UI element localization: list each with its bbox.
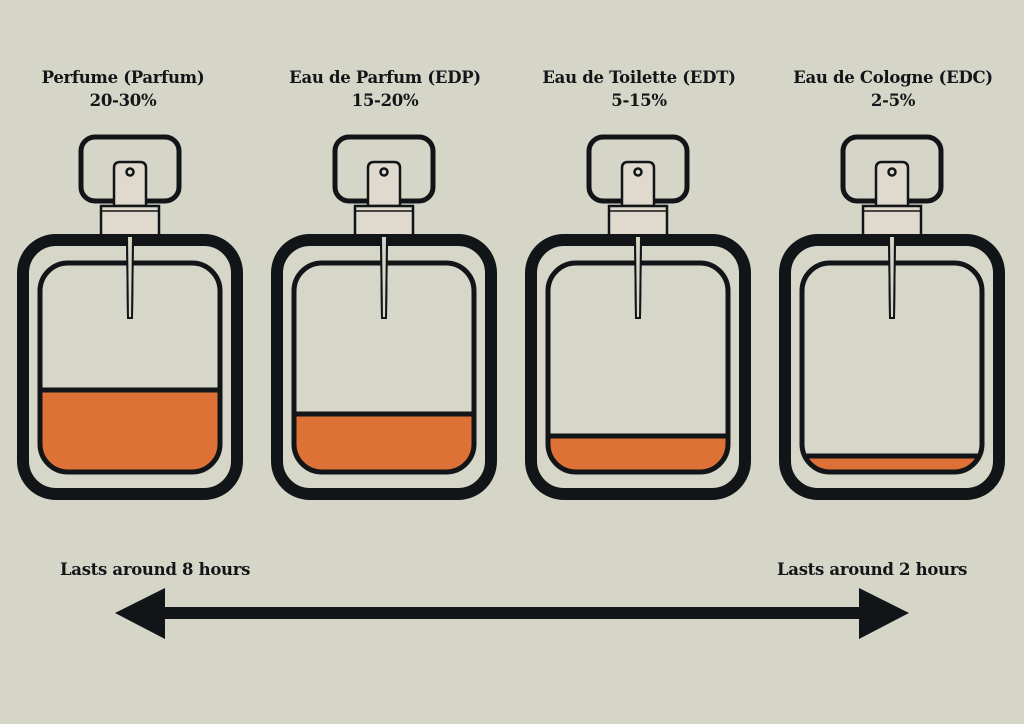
bottle-edt	[531, 137, 745, 494]
bottle-label-edt: Eau de Toilette (EDT) 5-15%	[519, 66, 759, 112]
bottle-name: Eau de Toilette (EDT)	[542, 68, 736, 87]
bottle-concentration: 15-20%	[351, 91, 419, 110]
liquid-level	[548, 436, 728, 472]
bottle-edc	[785, 137, 999, 494]
bottle-parfum	[23, 137, 237, 494]
liquid-level	[40, 390, 220, 472]
arrow-right-icon	[859, 588, 909, 639]
arrow-left-icon	[115, 588, 165, 639]
bottle-edp	[277, 137, 491, 494]
bottle-name: Eau de Cologne (EDC)	[793, 68, 993, 87]
liquid-level	[294, 414, 474, 472]
bottle-name: Perfume (Parfum)	[41, 68, 205, 87]
bottle-label-edc: Eau de Cologne (EDC) 2-5%	[773, 66, 1013, 112]
bottle-name: Eau de Parfum (EDP)	[289, 68, 481, 87]
bottle-label-edp: Eau de Parfum (EDP) 15-20%	[265, 66, 505, 112]
duration-right-label: Lasts around 2 hours	[777, 560, 968, 579]
liquid-level	[802, 456, 982, 472]
bottle-label-parfum: Perfume (Parfum) 20-30%	[3, 66, 243, 112]
bottle-concentration: 5-15%	[611, 91, 667, 110]
duration-arrow	[115, 588, 909, 639]
bottle-concentration: 2-5%	[870, 91, 916, 110]
bottle-concentration: 20-30%	[89, 91, 157, 110]
duration-left-label: Lasts around 8 hours	[60, 560, 251, 579]
